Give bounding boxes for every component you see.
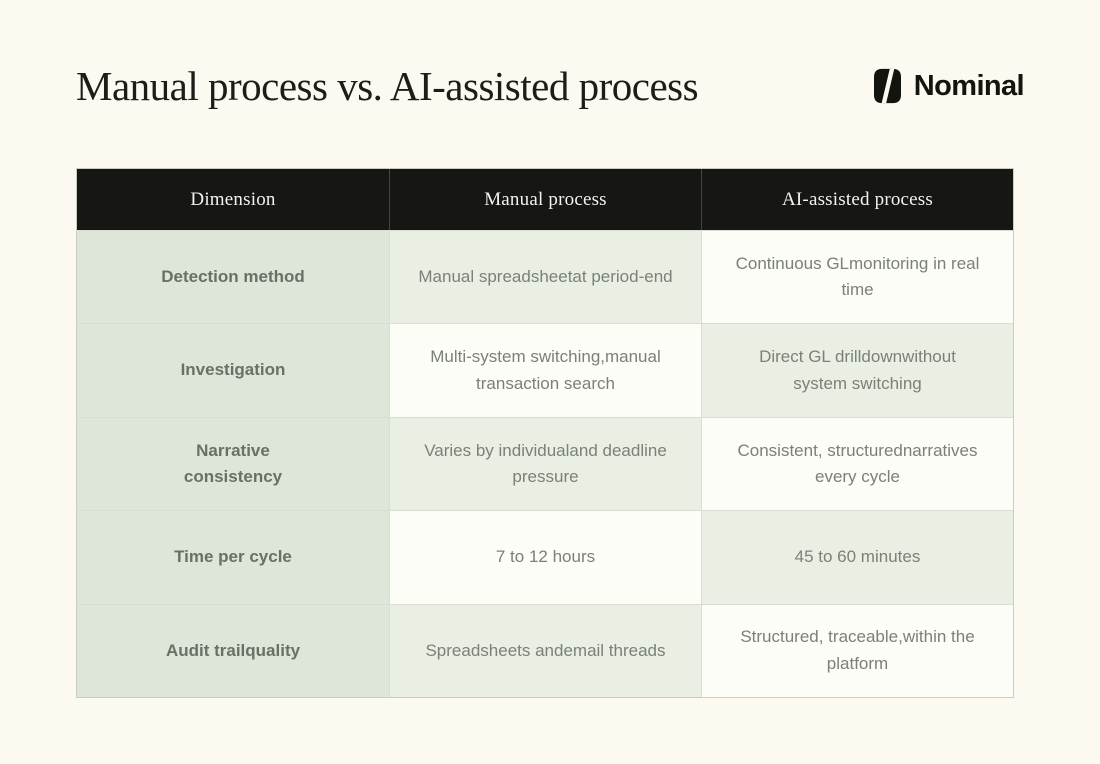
comparison-table: Dimension Manual process AI-assisted pro…: [76, 168, 1014, 698]
ai-process-cell: 45 to 60 minutes: [701, 510, 1013, 604]
dimension-cell: Investigation: [77, 323, 389, 417]
page-header: Manual process vs. AI-assisted process N…: [76, 54, 1025, 118]
manual-process-cell: Multi-system switching,manual transactio…: [389, 323, 701, 417]
dimension-cell: Audit trailquality: [77, 603, 389, 697]
table-row-narrative-consistency: Narrative consistency Varies by individu…: [77, 416, 1013, 511]
manual-process-cell: Manual spreadsheetat period-end: [389, 230, 701, 324]
dimension-cell: Detection method: [77, 230, 389, 324]
column-header-ai-assisted-process: AI-assisted process: [701, 169, 1013, 230]
dimension-cell: Narrative consistency: [77, 416, 389, 511]
ai-process-cell: Consistent, structurednarratives every c…: [701, 416, 1013, 511]
brand-logo: Nominal: [873, 68, 1025, 104]
table-row-audit-trail-quality: Audit trailquality Spreadsheets andemail…: [77, 603, 1013, 697]
table-header-row: Dimension Manual process AI-assisted pro…: [77, 169, 1013, 230]
ai-process-cell: Structured, traceable,within the platfor…: [701, 603, 1013, 697]
table-row-investigation: Investigation Multi-system switching,man…: [77, 323, 1013, 417]
table-row-detection-method: Detection method Manual spreadsheetat pe…: [77, 230, 1013, 324]
brand-name: Nominal: [913, 69, 1025, 102]
manual-process-cell: Spreadsheets andemail threads: [389, 603, 701, 697]
page-title: Manual process vs. AI-assisted process: [76, 63, 699, 109]
dimension-cell: Time per cycle: [77, 510, 389, 604]
nominal-logo-mark-icon: [873, 68, 901, 104]
manual-process-cell: Varies by individualand deadline pressur…: [389, 416, 701, 511]
manual-process-cell: 7 to 12 hours: [389, 510, 701, 604]
column-header-dimension: Dimension: [190, 188, 276, 210]
table-row-time-per-cycle: Time per cycle 7 to 12 hours 45 to 60 mi…: [77, 510, 1013, 604]
ai-process-cell: Continuous GLmonitoring in real time: [701, 230, 1013, 324]
ai-process-cell: Direct GL drilldownwithout system switch…: [701, 323, 1013, 417]
column-header-manual-process: Manual process: [389, 169, 701, 230]
